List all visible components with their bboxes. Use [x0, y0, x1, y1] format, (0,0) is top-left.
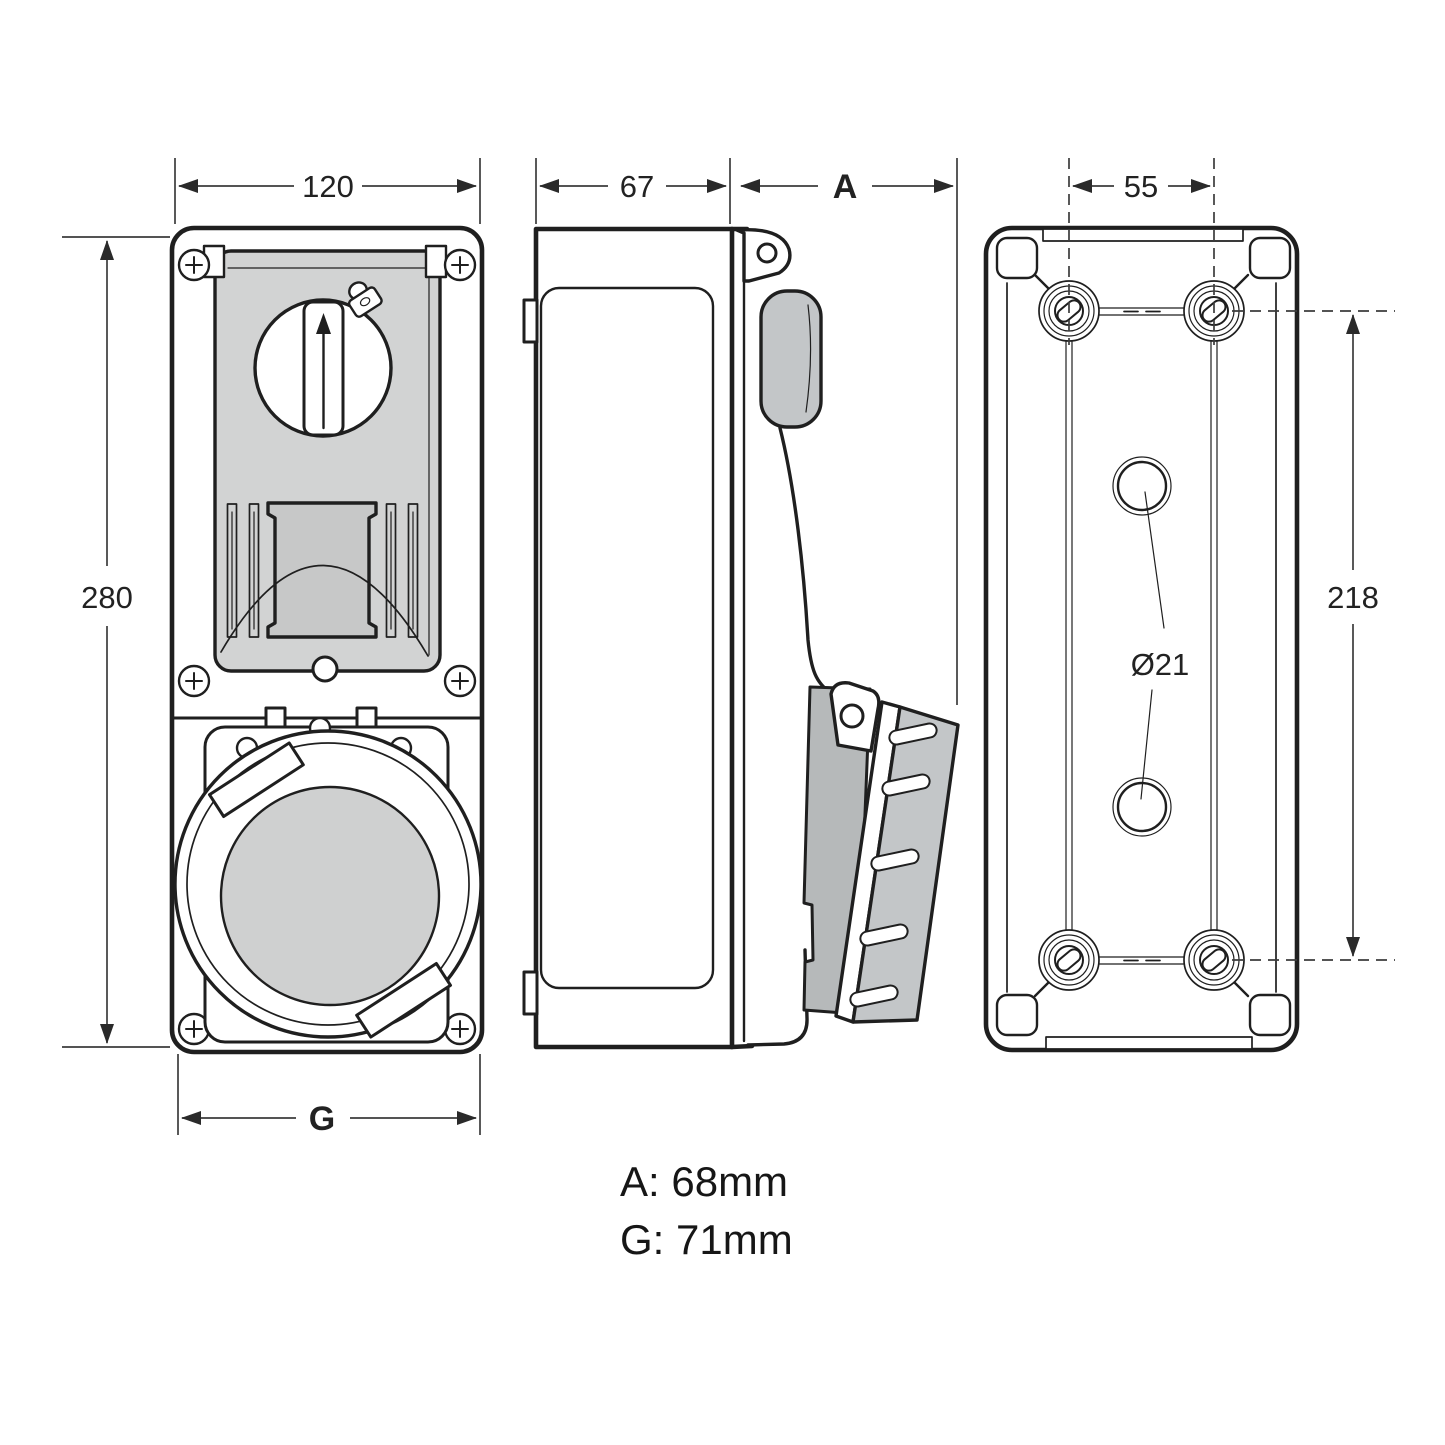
- front-view: [169, 225, 485, 1055]
- rear-enclosure: [983, 225, 1300, 1053]
- panel-bottom-screw: [311, 655, 339, 683]
- corner-boss: [1248, 993, 1292, 1037]
- side-profile-curve: [778, 426, 833, 695]
- socket-face: [219, 785, 441, 1007]
- lid-hinge-tab-left: [264, 706, 287, 729]
- rear-bottom-band: [1045, 1036, 1253, 1050]
- rear-top-band: [1042, 228, 1244, 242]
- dim-screw-spacing-h: 55: [1124, 169, 1158, 204]
- dim-screw-spacing-v: 218: [1327, 580, 1379, 615]
- handle-detail: [805, 304, 812, 413]
- screw-icon: [177, 248, 211, 282]
- knockout-hole-inner: [1116, 781, 1168, 833]
- corner-boss: [995, 236, 1039, 280]
- knockout-hole-inner: [1116, 460, 1168, 512]
- screw-icon: [443, 248, 477, 282]
- screw-boss: [1038, 929, 1100, 991]
- ring-slot-mark: [208, 741, 305, 819]
- dim-open-depth: A: [833, 168, 858, 206]
- legend: A: 68mm G: 71mm: [620, 1158, 793, 1263]
- dim-front-height: 280: [81, 580, 133, 615]
- side-lid-panel: [539, 286, 715, 990]
- ring-slot-mark: [355, 961, 452, 1039]
- corner-boss: [1248, 236, 1292, 280]
- flap-hinge-hole: [839, 703, 865, 729]
- dimensions: 120 67 A 55 280 218 Ø21: [62, 158, 1395, 1138]
- corner-boss: [995, 993, 1039, 1037]
- handle: [759, 289, 823, 429]
- side-lower-profile: [746, 948, 809, 1047]
- hinge-hole: [756, 242, 778, 264]
- dim-knockout-dia: Ø21: [1131, 647, 1190, 682]
- fuse-window: [266, 501, 378, 639]
- screw-icon: [443, 664, 477, 698]
- side-tab-bottom: [522, 970, 539, 1016]
- dim-front-width: 120: [302, 169, 354, 204]
- leader-line: [1144, 491, 1165, 629]
- panel-arc-detail: [220, 564, 429, 657]
- legend-line-a: A: 68mm: [620, 1158, 788, 1205]
- dim-flange-width: G: [309, 1100, 335, 1138]
- screw-icon: [177, 664, 211, 698]
- knob-arrow-head: [316, 313, 331, 334]
- dim-side-depth: 67: [620, 169, 654, 204]
- leader-line: [1140, 689, 1153, 800]
- padlock-icon: [347, 281, 383, 318]
- legend-line-g: G: 71mm: [620, 1216, 793, 1263]
- side-view: [522, 226, 960, 1050]
- side-tab-top: [522, 298, 539, 344]
- rear-view: [983, 225, 1300, 1053]
- panel-clamp-right: [424, 244, 448, 279]
- lid-hinge-tab-right: [355, 706, 378, 729]
